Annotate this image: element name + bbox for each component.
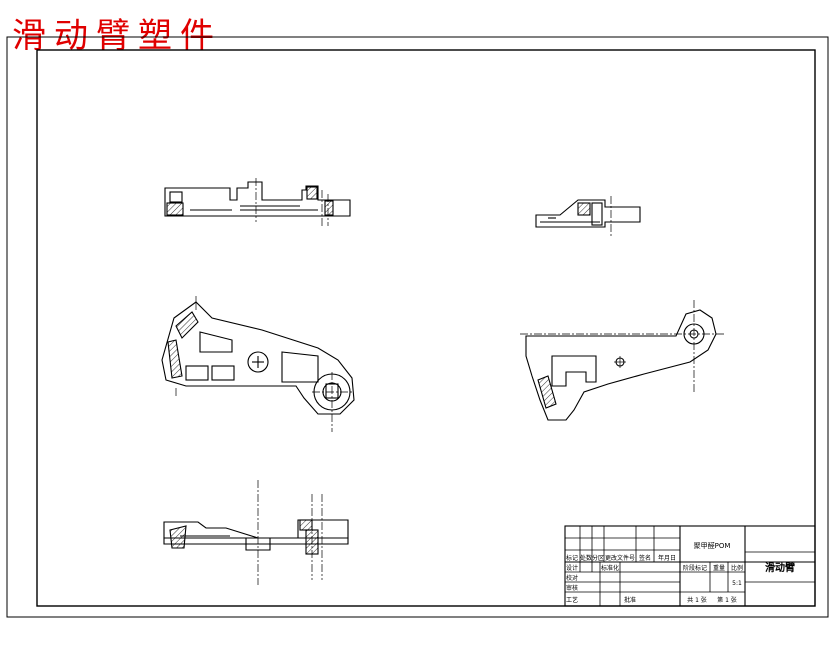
design-label: 设计 [566,564,578,572]
view-top-left-section [164,178,351,226]
drawing-name: 滑动臂 [765,561,795,574]
sheet-total: 共 1 张 [687,596,707,604]
header-date: 年月日 [658,554,676,562]
approve-label: 批准 [624,596,636,604]
title-block-text: 聚甲醛POM 滑动臂 标记 处数 分区 更改文件号 签名 年月日 设计 校对 审… [566,541,795,604]
review-label: 审核 [566,584,578,592]
standardize-label: 标准化 [601,564,619,572]
view-bottom-left-section [163,480,349,585]
header-change-doc: 更改文件号 [605,554,635,562]
scale-label: 比例 [731,564,743,572]
title-block [564,525,816,607]
header-zone: 分区 [592,554,604,562]
view-middle-left-main [161,296,355,432]
header-signature: 签名 [639,554,651,562]
view-middle-right-main [520,300,724,421]
inner-frame [36,49,816,607]
process-label: 工艺 [566,596,578,604]
sheet-number: 第 1 张 [717,596,737,604]
weight-label: 重量 [713,564,725,572]
view-top-right-section [535,196,641,236]
stage-label: 阶段标记 [683,564,707,572]
scale-value: 5:1 [732,580,742,587]
header-count: 处数 [580,554,592,562]
header-mark: 标记 [566,554,578,562]
outer-frame [6,36,829,618]
material-label: 聚甲醛POM [694,541,731,550]
proofread-label: 校对 [566,574,578,582]
